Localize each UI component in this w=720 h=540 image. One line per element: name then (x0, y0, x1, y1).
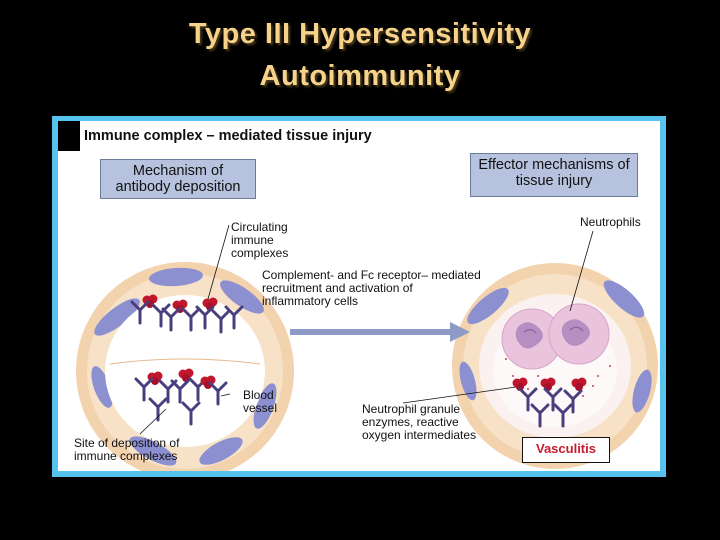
label-granule-enzymes: Neutrophil granule enzymes, reactive oxy… (362, 402, 477, 442)
vasculitis-box: Vasculitis (522, 437, 610, 463)
label-deposition-site: Site of deposition of immune complexes (74, 436, 180, 463)
right-blood-vessel (452, 263, 658, 469)
label-circulating-complexes: Circulating immune complexes (231, 220, 289, 260)
left-blood-vessel (76, 262, 294, 471)
diagram-artwork (76, 224, 658, 471)
label-blood-vessel: Blood vessel (243, 388, 278, 415)
transition-arrow (290, 322, 470, 342)
slide-title: Type III Hypersensitivity (188, 18, 532, 50)
effector-box: Effector mechanisms of tissue injury (470, 153, 638, 197)
slide-subtitle: Autoimmunity (259, 60, 461, 92)
figure-corner-block (58, 121, 80, 151)
mechanism-box: Mechanism of antibody deposition (100, 159, 256, 199)
figure-panel: Immune complex – mediated tissue injury (58, 121, 660, 471)
label-neutrophils: Neutrophils (580, 215, 641, 229)
label-complement-recruitment: Complement- and Fc receptor– mediated re… (262, 268, 481, 308)
figure-title: Immune complex – mediated tissue injury (84, 128, 372, 144)
